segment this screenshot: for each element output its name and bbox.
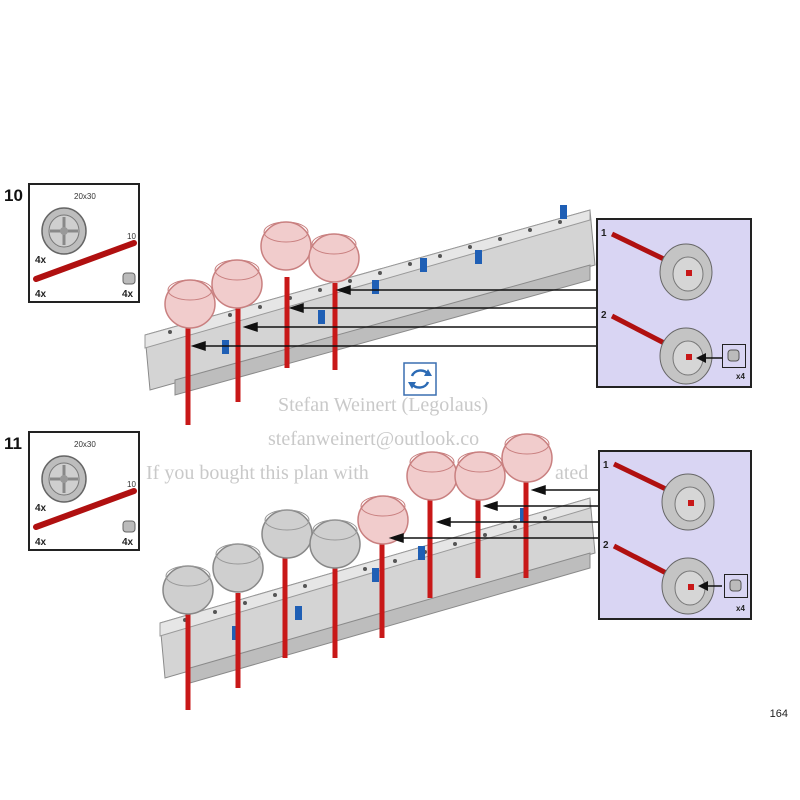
sub-step-1: 1 (603, 460, 609, 471)
sub-assembly-callout: 1 2 x4 (596, 218, 752, 388)
bush-inset-box (722, 344, 746, 368)
bush-part-icon (122, 272, 136, 285)
sub-step-1: 1 (601, 228, 607, 239)
watermark-line-2: stefanweinert@outlook.co (268, 428, 480, 450)
parts-list-box: 20x30 4x 10 4x 4x (28, 183, 140, 303)
watermark-line-3-end: ated (555, 462, 589, 484)
bush-part-icon (122, 520, 136, 533)
bush-qty: 4x (122, 289, 134, 300)
page-number: 164 (769, 708, 788, 720)
watermark-line-3: If you bought this plan with (146, 462, 369, 484)
assembly-model (159, 433, 598, 710)
sub-assembly-callout: 1 2 x4 (598, 450, 752, 620)
wheel-part-icon (41, 207, 87, 255)
bush-icon (729, 579, 742, 592)
axle-qty: 4x (35, 289, 47, 300)
axle-length-label: 10 (127, 480, 136, 489)
step-11: 11 20x30 4x 10 4x 4x (0, 428, 800, 710)
wheel-size-label: 20x30 (74, 440, 96, 449)
step-number: 10 (4, 186, 23, 205)
bush-qty: 4x (122, 537, 134, 548)
callout-drawing (612, 461, 722, 615)
wheel-qty: 4x (35, 503, 47, 514)
axle-part-icon (33, 488, 137, 530)
sub-step-2: 2 (603, 540, 609, 551)
axle-qty: 4x (35, 537, 47, 548)
wheel-qty: 4x (35, 255, 47, 266)
callout-drawing (610, 231, 722, 385)
multiplier: x4 (736, 372, 745, 381)
step-number: 11 (4, 434, 22, 453)
assembly-model (144, 205, 596, 425)
watermark-line-1: Stefan Weinert (Legolaus) (278, 394, 489, 416)
bush-inset-box (724, 574, 748, 598)
rotate-arrows-icon (403, 362, 437, 396)
wheel-size-label: 20x30 (74, 192, 96, 201)
axle-part-icon (33, 240, 137, 282)
bush-icon (727, 349, 740, 362)
parts-list-box: 20x30 4x 10 4x 4x (28, 431, 140, 551)
wheel-part-icon (41, 455, 87, 503)
multiplier: x4 (736, 604, 745, 613)
sub-step-2: 2 (601, 310, 607, 321)
axle-length-label: 10 (127, 232, 136, 241)
step-10: 10 20x30 4x 10 4x 4x (0, 180, 800, 430)
